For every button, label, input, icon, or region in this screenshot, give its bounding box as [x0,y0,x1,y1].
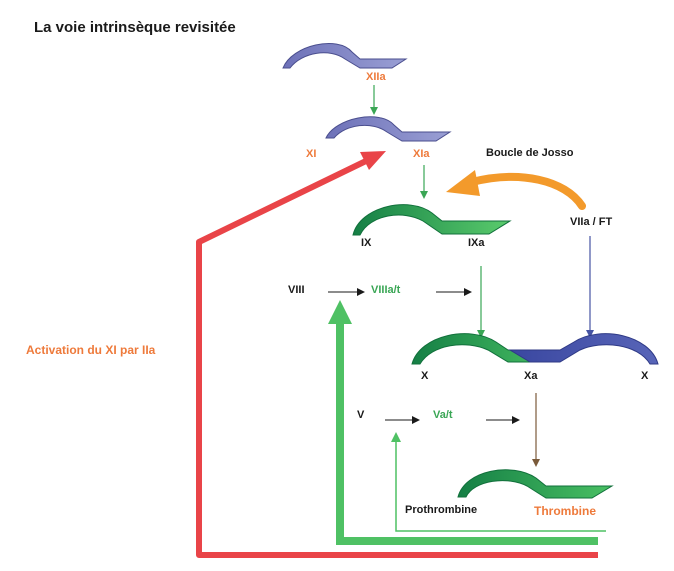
label-prothrombine: Prothrombine [405,504,477,516]
label-thrombine: Thrombine [534,504,596,518]
label-boucle-de-josso: Boucle de Josso [486,147,574,159]
thrombin-feedback-to-viiia [336,320,598,545]
label-viiia-t: VIIIa/t [371,284,401,296]
label-ix: IX [361,237,372,249]
label-xi: XI [306,148,316,160]
label-activation-xi-par-iia: Activation du XI par IIa [26,343,156,357]
label-xia: XIa [413,148,430,160]
curved-arrow-xia [325,116,452,142]
label-ixa: IXa [468,237,485,249]
thrombin-feedback-to-va-head [391,432,401,442]
josso-loop-arrow [468,173,586,210]
diagram-title: La voie intrinsèque revisitée [34,19,236,36]
label-va-t: Va/t [433,409,453,421]
curved-arrow-prothrombine [457,469,614,499]
label-x-right: X [641,370,649,382]
curved-arrow-ix [352,204,512,236]
thrombin-feedback-to-va [395,441,606,532]
thrombin-feedback-to-viiia-head [328,300,352,324]
label-xa: Xa [524,370,538,382]
curved-arrow-x-blue [508,333,659,365]
thrombin-activation-xi [196,157,598,558]
curved-arrow-xiia [282,43,408,69]
label-viii: VIII [288,284,305,296]
label-v: V [357,409,365,421]
thrombin-activation-xi-head [360,151,386,170]
label-viia-ft: VIIa / FT [570,216,612,228]
josso-loop-arrowhead [446,170,480,196]
label-xiia: XIIa [366,71,386,83]
label-x-left: X [421,370,429,382]
